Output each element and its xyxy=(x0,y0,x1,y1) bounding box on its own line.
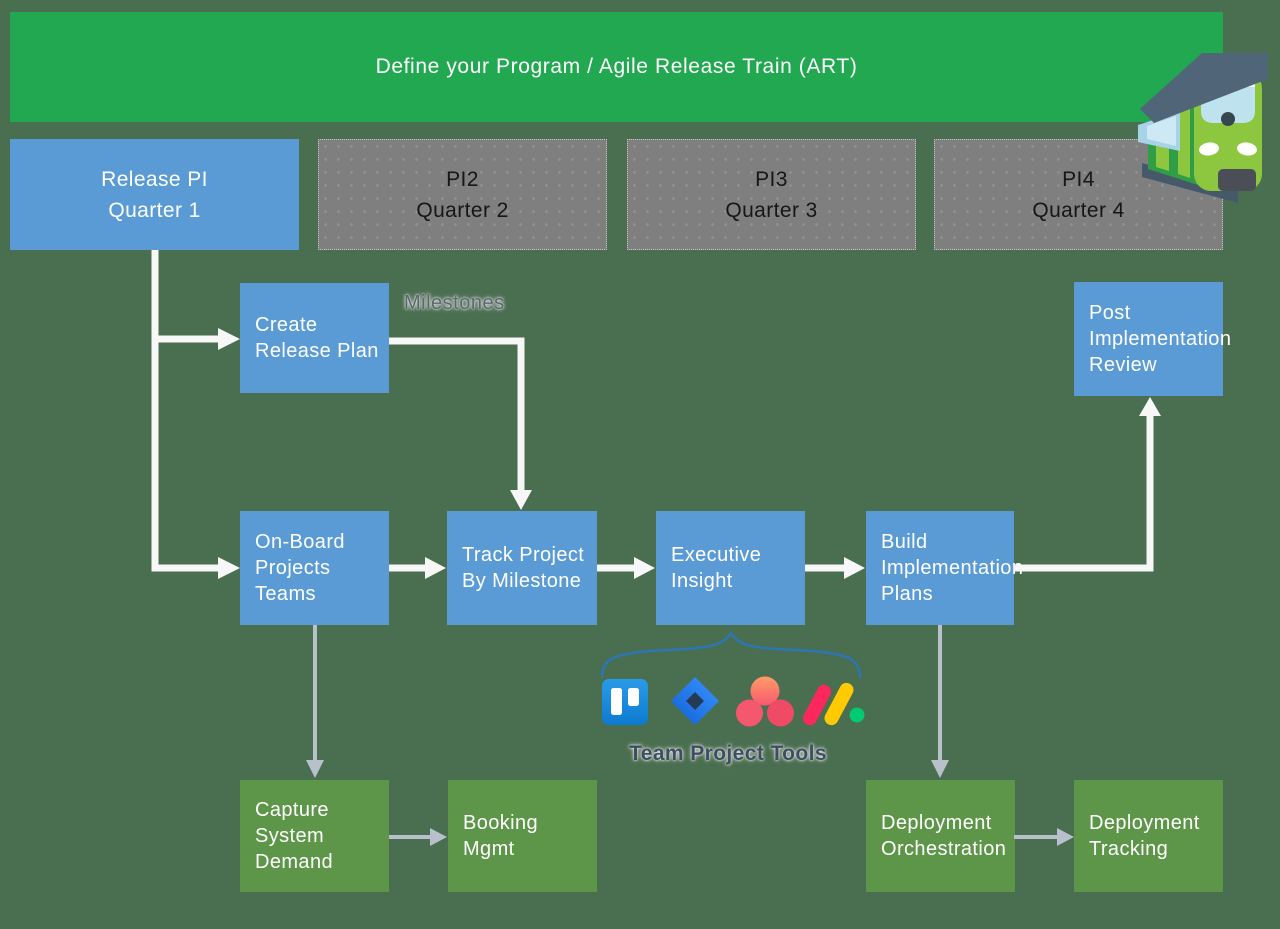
jira-icon xyxy=(671,677,719,725)
program-banner: Define your Program / Agile Release Trai… xyxy=(10,12,1223,122)
process-label: Track Project By Milestone xyxy=(462,544,585,592)
asana-icon xyxy=(736,676,794,727)
process-box-post-implementation-review: Post Implementation Review xyxy=(1074,282,1231,396)
program-banner-title: Define your Program / Agile Release Trai… xyxy=(375,55,858,78)
quarter-label-line1: PI3 xyxy=(755,167,788,191)
team-project-tools-label: Team Project Tools xyxy=(629,742,827,765)
support-label: Booking Mgmt xyxy=(463,812,539,860)
process-label: Post Implementation Review xyxy=(1089,302,1232,376)
support-box-deployment-orchestration: Deployment Orchestration xyxy=(866,780,1015,892)
quarter-box-release-pi: Release PI Quarter 1 xyxy=(10,139,299,250)
quarter-label-line2: Quarter 4 xyxy=(1032,198,1125,222)
support-label: Capture System Demand xyxy=(255,799,333,873)
monday-icon xyxy=(802,682,865,726)
milestones-label: Milestones xyxy=(404,292,505,314)
process-label: On-Board Projects Teams xyxy=(255,531,345,605)
quarter-label-line2: Quarter 1 xyxy=(108,198,201,222)
process-box-create-release-plan: Create Release Plan xyxy=(240,283,389,393)
process-label: Executive Insight xyxy=(671,544,762,592)
quarter-label-line1: Release PI xyxy=(101,167,208,191)
trello-icon xyxy=(602,679,648,725)
process-box-executive-insight: Executive Insight xyxy=(656,511,805,625)
quarter-label-line2: Quarter 2 xyxy=(416,198,509,222)
quarter-box-pi2: PI2 Quarter 2 xyxy=(318,139,607,250)
support-box-capture-system-demand: Capture System Demand xyxy=(240,780,389,892)
process-label: Build Implementation Plans xyxy=(881,531,1024,605)
train-icon xyxy=(1138,53,1268,203)
quarter-label-line2: Quarter 3 xyxy=(725,198,818,222)
process-label: Create Release Plan xyxy=(255,314,379,362)
support-box-deployment-tracking: Deployment Tracking xyxy=(1074,780,1223,892)
quarter-label-line1: PI2 xyxy=(446,167,479,191)
support-label: Deployment Orchestration xyxy=(881,812,1007,860)
quarter-box-pi3: PI3 Quarter 3 xyxy=(627,139,916,250)
process-box-build-implementation-plans: Build Implementation Plans xyxy=(866,511,1023,625)
process-box-track-project-by-milestone: Track Project By Milestone xyxy=(447,511,597,625)
support-box-booking-mgmt: Booking Mgmt xyxy=(448,780,597,892)
quarter-label-line1: PI4 xyxy=(1062,167,1095,191)
process-box-on-board-projects-teams: On-Board Projects Teams xyxy=(240,511,389,625)
brace-icon xyxy=(600,630,862,679)
support-label: Deployment Tracking xyxy=(1089,812,1200,860)
